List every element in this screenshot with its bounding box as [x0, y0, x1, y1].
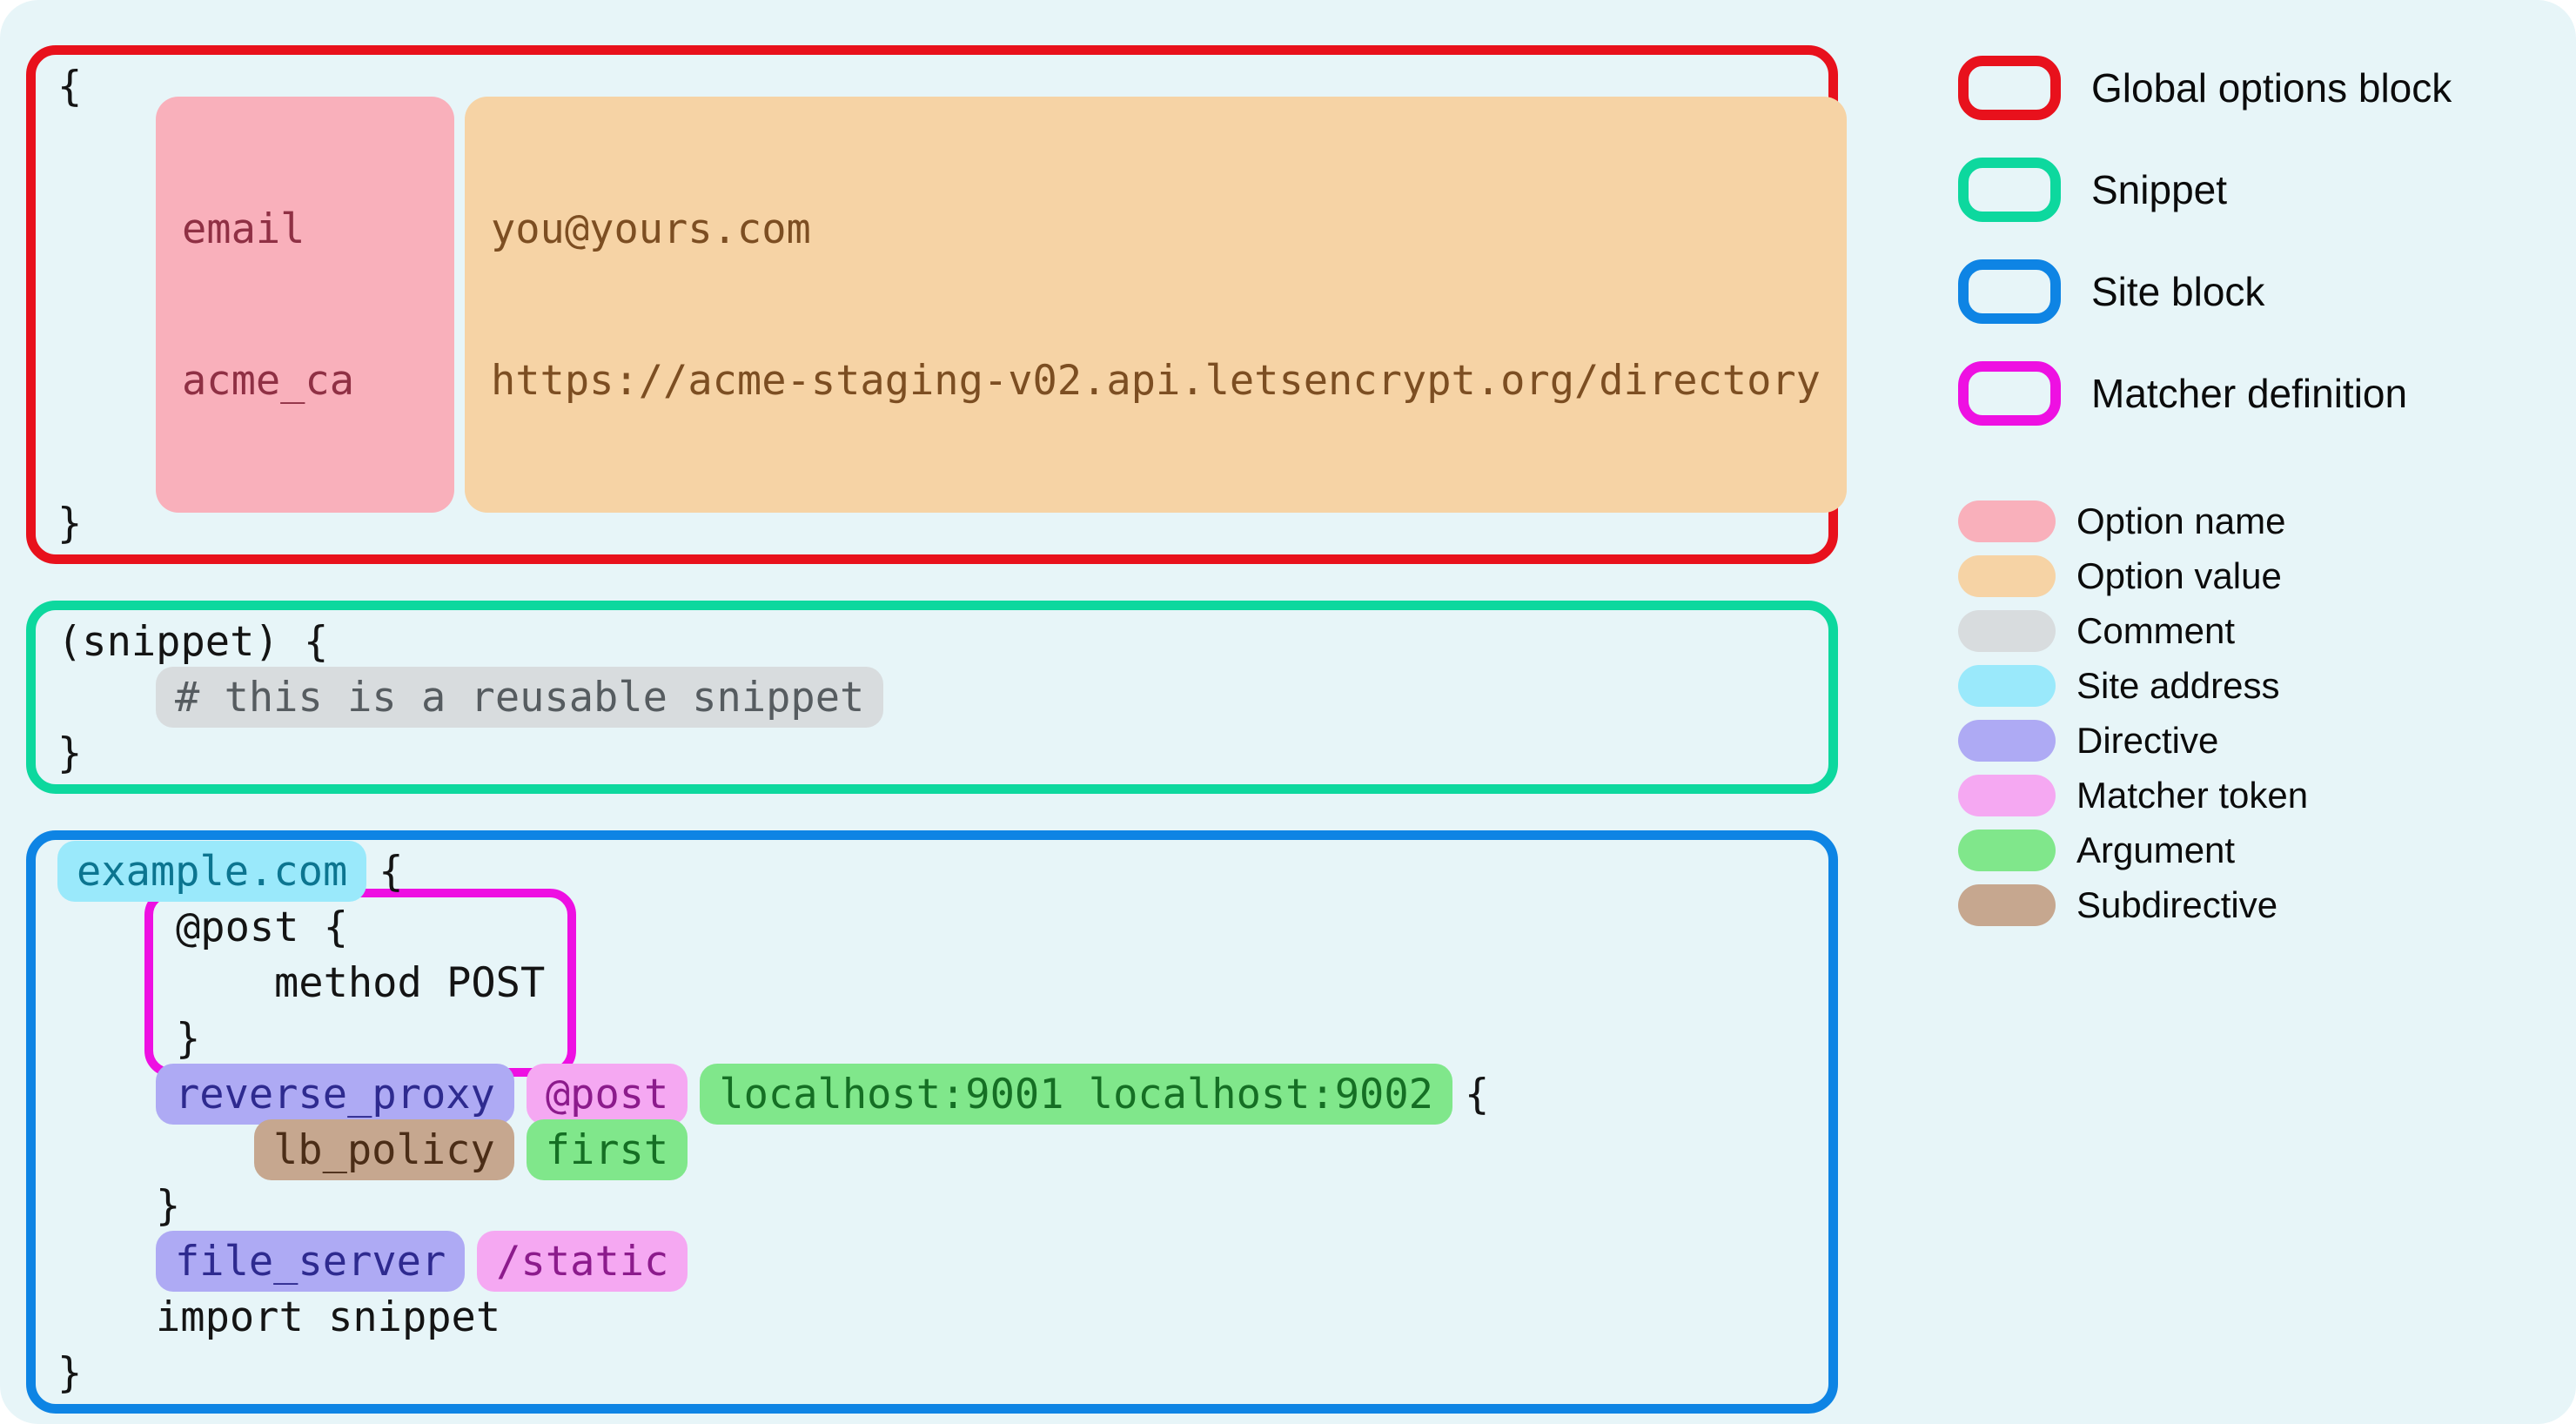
- legend-fill-item: Site address: [1958, 665, 2452, 707]
- legend-swatch-outline: [1958, 158, 2061, 222]
- code-line: }: [176, 1011, 545, 1066]
- code-line: acme_ca: [182, 353, 428, 408]
- matcher-token: /static: [477, 1231, 688, 1292]
- matcher-header: @post {: [176, 903, 349, 951]
- code-line: example.com {: [57, 841, 1807, 902]
- legend-swatch-outline: [1958, 56, 2061, 120]
- code-line: {: [57, 58, 1807, 114]
- close-brace: }: [156, 1181, 181, 1230]
- legend-label: Option value: [2076, 555, 2282, 596]
- legend-swatch-fill: [1958, 720, 2056, 762]
- argument-token: first: [526, 1119, 688, 1180]
- legend-label: Matcher definition: [2091, 371, 2408, 416]
- legend-fill-item: Option value: [1958, 555, 2452, 597]
- legend-swatch-fill: [1958, 830, 2056, 871]
- legend-label: Option name: [2076, 500, 2286, 541]
- legend-fill-item: Comment: [1958, 610, 2452, 652]
- code-line: you@yours.com: [491, 201, 1821, 257]
- snippet-header: (snippet) {: [57, 617, 329, 666]
- legend-outline-item: Snippet: [1958, 158, 2452, 222]
- code-line: method POST: [274, 955, 545, 1011]
- code-line: @post {: [176, 899, 545, 955]
- legend-swatch-outline: [1958, 361, 2061, 426]
- legend-fill-item: Argument: [1958, 830, 2452, 871]
- legend-outline-group: Global options block Snippet Site block …: [1958, 56, 2452, 426]
- legend-swatch-fill: [1958, 775, 2056, 816]
- legend-outline-item: Matcher definition: [1958, 361, 2452, 426]
- legend-label: Snippet: [2091, 167, 2228, 212]
- code-line: file_server /static: [156, 1231, 1807, 1292]
- legend-label: Site address: [2076, 665, 2280, 706]
- site-block-example: example.com { @post { method POST } reve…: [26, 830, 1838, 1414]
- comment-token: # this is a reusable snippet: [156, 667, 884, 728]
- subdirective-token: lb_policy: [254, 1119, 514, 1180]
- close-brace: }: [57, 1348, 83, 1397]
- option-value: you@yours.com: [490, 205, 811, 253]
- code-line: reverse_proxy @post localhost:9001 local…: [156, 1064, 1807, 1125]
- legend-label: Matcher token: [2076, 775, 2309, 816]
- option-value: https://acme-staging-v02.api.letsencrypt…: [490, 356, 1821, 405]
- legend-label: Subdirective: [2076, 884, 2278, 925]
- snippet-block: (snippet) { # this is a reusable snippet…: [26, 601, 1838, 794]
- legend-swatch-outline: [1958, 259, 2061, 324]
- option-name: acme_ca: [182, 356, 355, 405]
- code-line: (snippet) {: [57, 614, 1807, 669]
- matcher-token: @post: [526, 1064, 688, 1125]
- global-options-row: email acme_ca you@yours.com https://acme…: [156, 97, 1847, 513]
- code-line: }: [57, 725, 1807, 781]
- legend-fill-item: Directive: [1958, 720, 2452, 762]
- open-brace: {: [1464, 1070, 1490, 1118]
- code-line: }: [156, 1178, 1807, 1233]
- legend-label: Site block: [2091, 269, 2265, 314]
- legend-swatch-fill: [1958, 884, 2056, 926]
- code-line: }: [57, 495, 1807, 551]
- legend-outline-item: Site block: [1958, 259, 2452, 324]
- legend-label: Argument: [2076, 830, 2236, 870]
- directive-token: reverse_proxy: [156, 1064, 514, 1125]
- code-line: lb_policy first: [254, 1119, 1807, 1180]
- code-line: # this is a reusable snippet: [156, 667, 1807, 728]
- matcher-definition-box: @post { method POST }: [144, 889, 577, 1077]
- legend-swatch-fill: [1958, 610, 2056, 652]
- legend-label: Comment: [2076, 610, 2236, 651]
- option-name: email: [182, 205, 305, 253]
- caddyfile-code: { email acme_ca you@yours.com http: [26, 45, 1847, 1424]
- code-line: email: [182, 201, 428, 257]
- close-brace: }: [57, 729, 83, 777]
- close-brace: }: [176, 1014, 201, 1063]
- argument-token: localhost:9001 localhost:9002: [700, 1064, 1452, 1125]
- option-name-token: email acme_ca: [156, 97, 454, 513]
- directive-token: file_server: [156, 1231, 466, 1292]
- site-address-token: example.com: [57, 841, 367, 902]
- legend-label: Global options block: [2091, 65, 2452, 111]
- matcher-body: method POST: [274, 958, 546, 1007]
- code-line: import snippet: [156, 1289, 1807, 1345]
- code-line: }: [57, 1345, 1807, 1400]
- legend-swatch-fill: [1958, 555, 2056, 597]
- legend-fill-item: Option name: [1958, 500, 2452, 542]
- legend-fill-item: Matcher token: [1958, 775, 2452, 816]
- legend-outline-item: Global options block: [1958, 56, 2452, 120]
- import-statement: import snippet: [156, 1293, 501, 1341]
- legend-swatch-fill: [1958, 500, 2056, 542]
- open-brace: {: [57, 62, 83, 111]
- legend-fill-group: Option name Option value Comment Site ad…: [1958, 500, 2452, 926]
- option-value-token: you@yours.com https://acme-staging-v02.a…: [464, 97, 1847, 513]
- legend: Global options block Snippet Site block …: [1958, 56, 2452, 939]
- code-line: https://acme-staging-v02.api.letsencrypt…: [491, 353, 1821, 408]
- legend-label: Directive: [2076, 720, 2219, 761]
- open-brace: {: [379, 847, 404, 896]
- global-options-block: { email acme_ca you@yours.com http: [26, 45, 1847, 564]
- close-brace: }: [57, 499, 83, 547]
- legend-swatch-fill: [1958, 665, 2056, 707]
- legend-fill-item: Subdirective: [1958, 884, 2452, 926]
